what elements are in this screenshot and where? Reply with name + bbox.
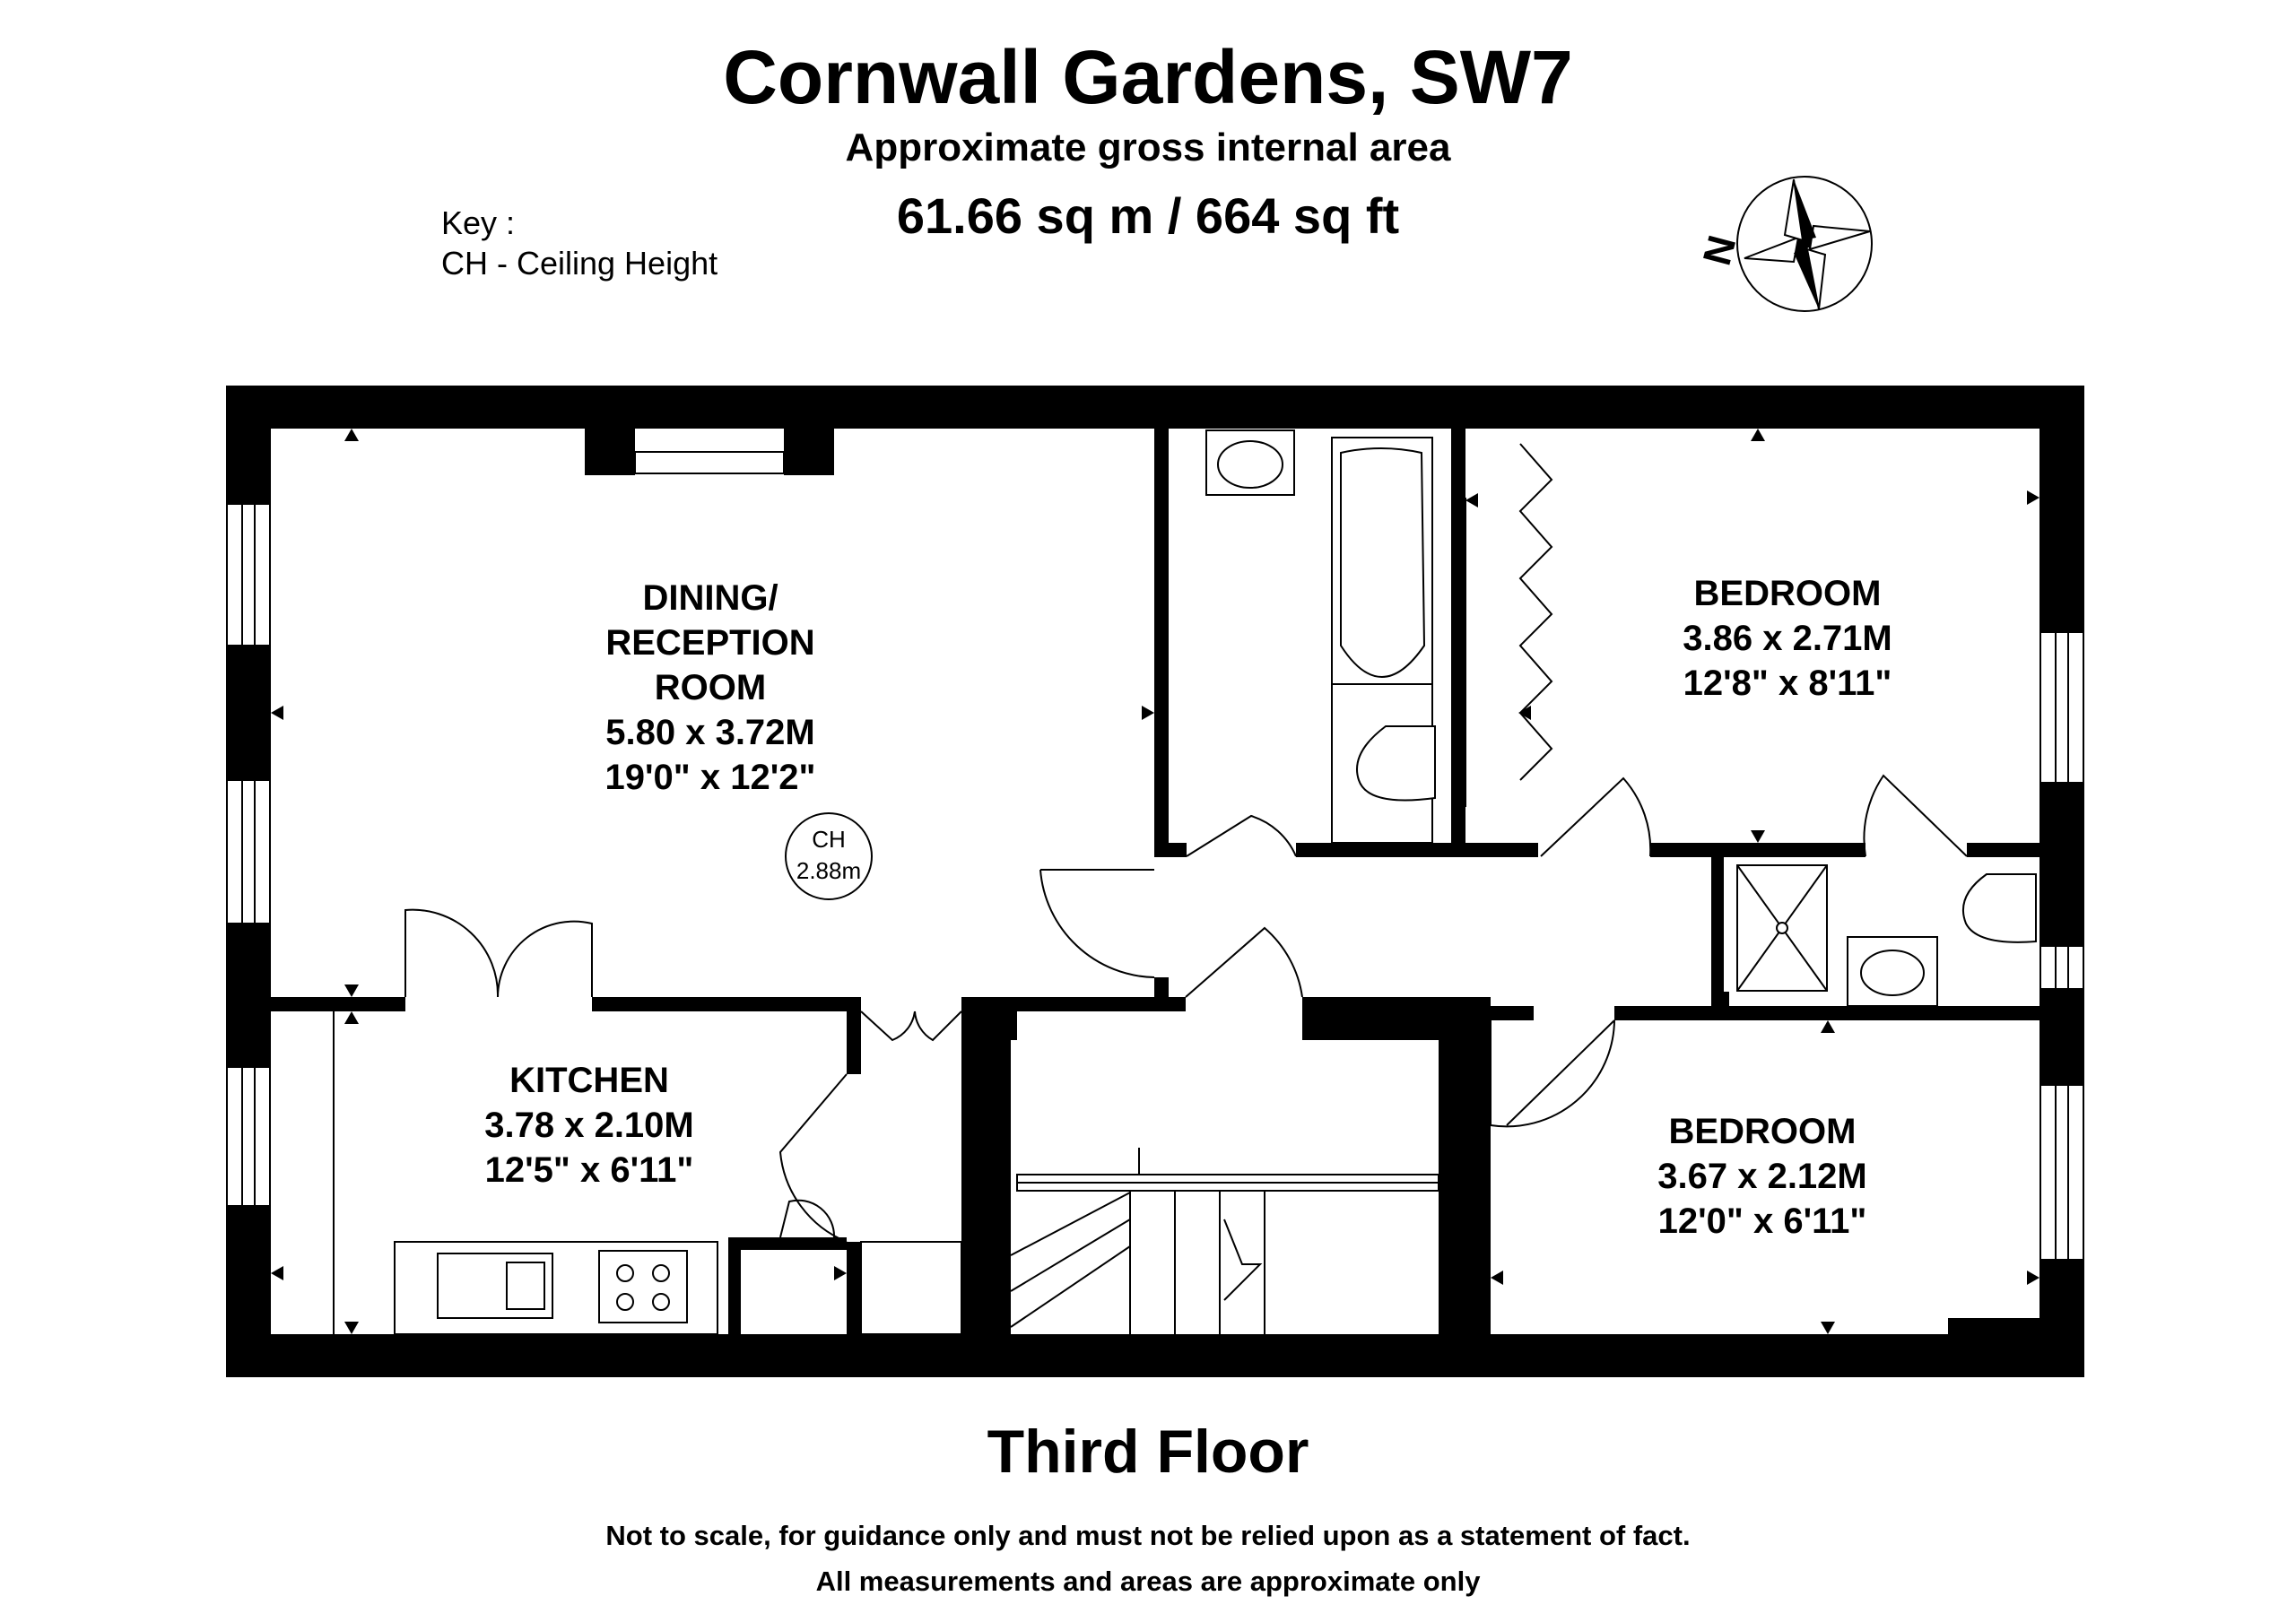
- bedroom1-imperial: 12'8" x 8'11": [1683, 664, 1892, 703]
- kitchen-metric: 3.78 x 2.10M: [484, 1106, 694, 1145]
- interior-walls: [271, 429, 2039, 1334]
- ceiling-height-marker: CH 2.88m: [785, 812, 873, 900]
- kitchen-name: KITCHEN: [509, 1061, 669, 1100]
- right-windows: [2039, 631, 2084, 1261]
- area-value: 61.66 sq m / 664 sq ft: [896, 187, 1400, 244]
- bedroom2-imperial: 12'0" x 6'11": [1658, 1201, 1867, 1241]
- dining-room-line3: ROOM: [655, 668, 766, 707]
- bedroom1-metric: 3.86 x 2.71M: [1683, 619, 1892, 658]
- kitchen-fittings: [333, 1011, 718, 1335]
- bedroom2-metric: 3.67 x 2.12M: [1657, 1157, 1867, 1196]
- bedroom2-label: BEDROOM 3.67 x 2.12M 12'0" x 6'11": [1657, 1112, 1867, 1241]
- staircase: [1010, 1148, 1439, 1334]
- disclaimer-line1: Not to scale, for guidance only and must…: [605, 1520, 1691, 1551]
- dining-room-line2: RECEPTION: [605, 623, 814, 663]
- chimney-breast: [585, 429, 834, 475]
- kitchen-imperial: 12'5" x 6'11": [485, 1150, 694, 1190]
- area-subtitle: Approximate gross internal area: [845, 126, 1451, 169]
- key-heading: Key :: [441, 204, 516, 241]
- bedroom2-name: BEDROOM: [1669, 1112, 1857, 1151]
- bathroom-fittings: [1205, 429, 1436, 844]
- property-title: Cornwall Gardens, SW7: [723, 35, 1573, 119]
- ensuite-fittings: [1736, 864, 2037, 1007]
- dining-room-metric: 5.80 x 3.72M: [605, 713, 815, 752]
- key-entry: CH - Ceiling Height: [441, 245, 718, 282]
- bedroom1-label: BEDROOM 3.86 x 2.71M 12'8" x 8'11": [1683, 574, 1892, 703]
- dining-room-label: DINING/ RECEPTION ROOM 5.80 x 3.72M 19'0…: [605, 578, 816, 797]
- measurement-arrows: [271, 429, 2039, 1334]
- disclaimer-line2: All measurements and areas are approxima…: [815, 1566, 1481, 1597]
- left-windows: [226, 503, 271, 1207]
- compass-icon: N: [1695, 176, 1873, 312]
- utility-cupboard: [860, 1241, 962, 1335]
- ceiling-height-value: 2.88m: [796, 857, 861, 884]
- ceiling-height-label: CH: [812, 826, 846, 853]
- bedroom1-name: BEDROOM: [1694, 574, 1882, 613]
- dining-room-imperial: 19'0" x 12'2": [605, 758, 816, 797]
- floor-label: Third Floor: [987, 1418, 1309, 1486]
- kitchen-label: KITCHEN 3.78 x 2.10M 12'5" x 6'11": [484, 1061, 694, 1190]
- doors: [404, 443, 1968, 1243]
- dining-room-line1: DINING/: [642, 578, 778, 618]
